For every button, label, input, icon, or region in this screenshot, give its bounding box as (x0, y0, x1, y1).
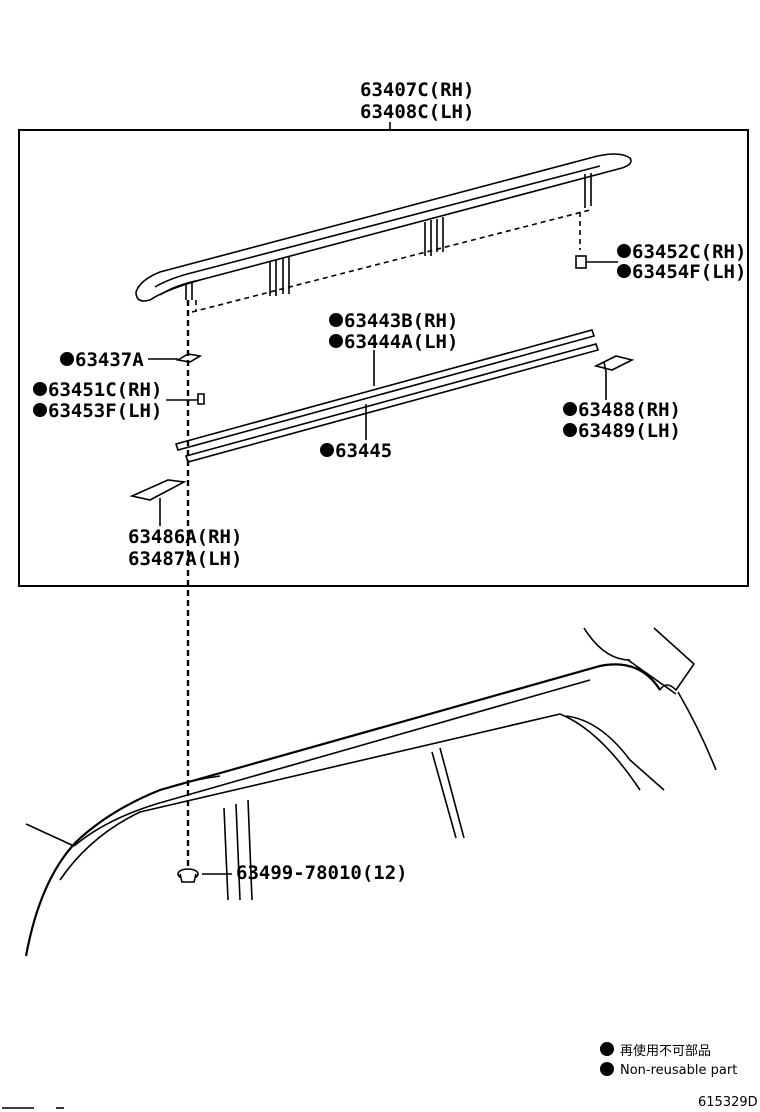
moulding-illustration (174, 329, 600, 463)
legend-english-text: Non-reusable part (620, 1063, 737, 1078)
non-reusable-icon (600, 1042, 614, 1056)
non-reusable-icon (33, 382, 47, 396)
nut-part (177, 868, 232, 883)
part-label-rear-end-rh: 63488(RH) (578, 399, 681, 421)
non-reusable-icon (563, 402, 577, 416)
part-label-strip: 63445 (335, 440, 392, 462)
clip-part (166, 393, 205, 405)
non-reusable-icon (563, 423, 577, 437)
part-label-rear-end-lh: 63489(LH) (578, 420, 681, 442)
illustration-code: 615329D (698, 1095, 758, 1110)
part-label-front-end-lh: 63487A(LH) (128, 548, 242, 570)
non-reusable-icon (329, 313, 343, 327)
part-label-front-end-rh: 63486A(RH) (128, 526, 242, 548)
exploded-view-frame (18, 129, 749, 587)
non-reusable-icon (320, 443, 334, 457)
part-label-clip-lh: 63453F(LH) (48, 400, 162, 422)
vehicle-body-outline (24, 627, 717, 957)
part-label-moulding-lh: 63444A(LH) (344, 331, 458, 353)
non-reusable-icon (33, 403, 47, 417)
non-reusable-icon (617, 244, 631, 258)
legend-japanese-text: 再使用不可部品 (620, 1043, 711, 1059)
part-label-nut: 63499-78010(12) (236, 862, 408, 884)
assembly-label-lh: 63408C(LH) (360, 101, 474, 123)
rear-cover-part (575, 255, 618, 269)
roof-rail-illustration (135, 153, 632, 313)
part-label-rear-cover-rh: 63452C(RH) (632, 241, 746, 263)
part-label-pad: 63437A (75, 349, 144, 371)
non-reusable-icon (617, 264, 631, 278)
pad-part (148, 353, 203, 363)
assembly-label-rh: 63407C(RH) (360, 79, 474, 101)
non-reusable-icon (600, 1062, 614, 1076)
front-end-cap-part (129, 479, 187, 526)
part-label-rear-cover-lh: 63454F(LH) (632, 261, 746, 283)
part-label-moulding-rh: 63443B(RH) (344, 310, 458, 332)
part-label-clip-rh: 63451C(RH) (48, 379, 162, 401)
rear-end-cap-part (593, 355, 635, 400)
non-reusable-icon (329, 334, 343, 348)
non-reusable-icon (60, 352, 74, 366)
